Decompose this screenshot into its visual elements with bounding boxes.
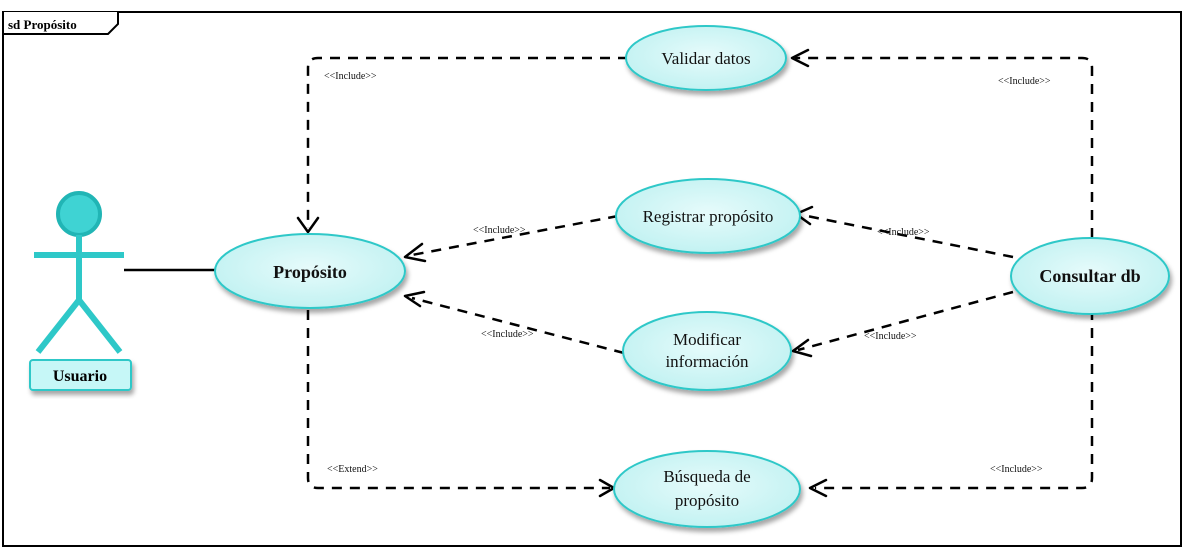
relationship-labels: <<Include>> <<Include>> <<Include>> <<In… [324,71,1051,475]
arrowhead-validar [790,48,810,68]
usecase-registrar-proposito[interactable]: Registrar propósito [615,178,801,254]
relationship-lines [306,56,1094,490]
usecase-proposito-label: Propósito [273,262,347,282]
usecase-consultar-db[interactable]: Consultar db [1010,237,1170,315]
arrowhead-proposito-modificar [403,290,426,308]
arrowhead-proposito-top [296,216,320,234]
include-line-consultar-validar [795,56,1094,238]
label-proposito-busqueda: <<Extend>> [327,464,378,475]
diagram-frame [2,11,1182,547]
usecase-modificar-label-line1: Modificar [673,330,741,349]
include-line-consultar-busqueda [815,310,1094,490]
usecase-validar-datos[interactable]: Validar datos [625,25,787,91]
usecase-modificar-label-line2: información [665,352,749,371]
arrowhead-busqueda-include [808,478,828,498]
label-registrar-proposito: <<Include>> [473,225,526,236]
label-modificar-proposito: <<Include>> [481,329,534,340]
usecase-validar-label: Validar datos [661,49,750,68]
extend-line-proposito-busqueda [306,310,610,490]
usecase-consultar-label: Consultar db [1039,266,1140,286]
label-consultar-registrar: <<Include>> [877,227,930,238]
usecase-busqueda-label-line2: propósito [675,491,739,510]
usecase-proposito[interactable]: Propósito [214,233,406,309]
stick-figure-icon [34,191,124,354]
usecase-busqueda-proposito[interactable]: Búsqueda de propósito [613,450,801,528]
actor-usuario[interactable]: Usuario [29,191,132,391]
usecase-modificar-informacion[interactable]: Modificar información [622,311,792,391]
include-line-validar-proposito [306,56,628,228]
label-consultar-busqueda: <<Include>> [990,464,1043,475]
include-line-modificar-proposito [411,296,625,355]
actor-name: Usuario [53,368,107,385]
label-consultar-validar: <<Include>> [998,76,1051,87]
usecase-busqueda-label-line1: Búsqueda de [663,467,750,486]
label-validar-proposito: <<Include>> [324,71,377,82]
actor-label-box [29,359,132,391]
include-line-consultar-modificar [797,290,1014,352]
arrowhead-proposito-registrar [403,242,427,263]
label-consultar-modificar: <<Include>> [864,331,917,342]
frame-tab [2,12,119,35]
frame-title: sd Propósito [8,17,77,32]
arrowhead-modificar [791,338,813,358]
usecase-registrar-label: Registrar propósito [643,207,774,226]
